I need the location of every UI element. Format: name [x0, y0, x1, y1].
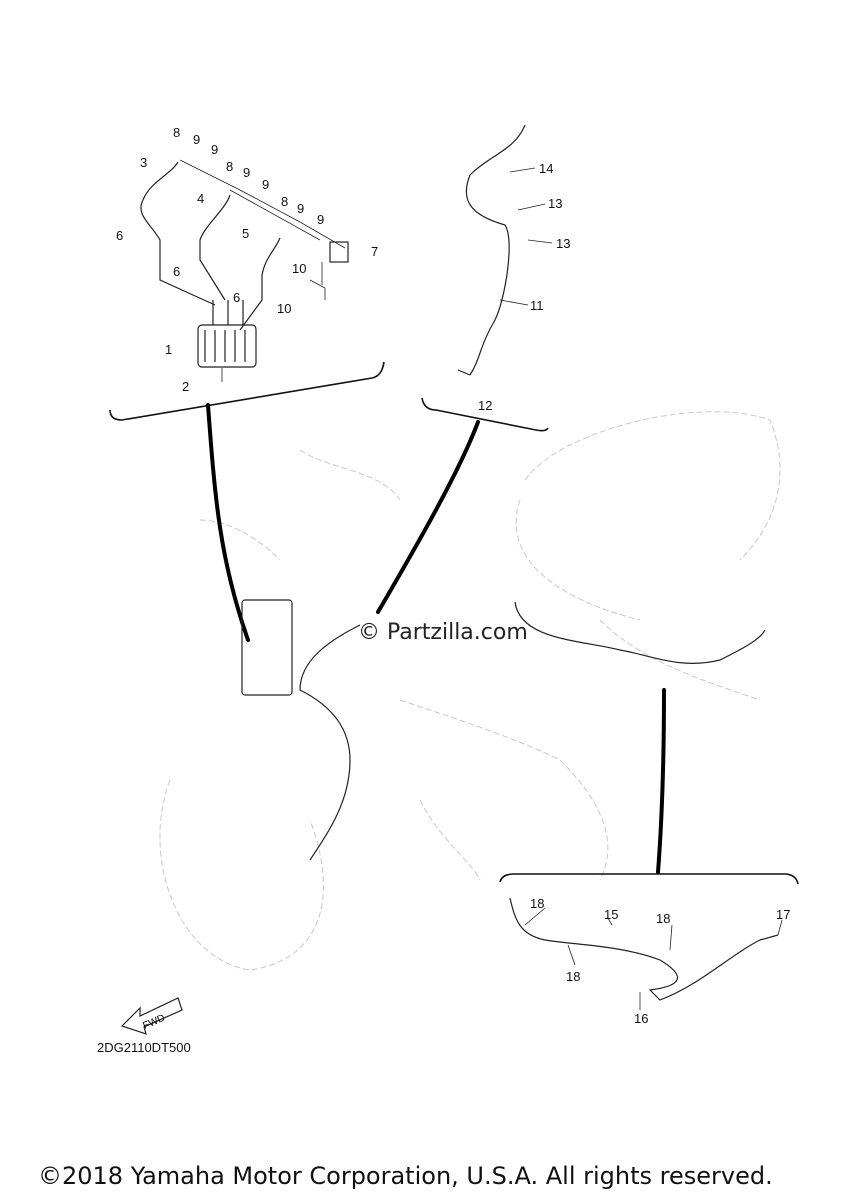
callout-6b: 6 [173, 264, 180, 279]
callout-8a: 8 [173, 125, 180, 140]
motorcycle-ghost-outline [159, 411, 781, 971]
bracket-group-c [499, 688, 799, 1010]
callout-10b: 10 [277, 301, 291, 316]
watermark: © Partzilla.com [358, 620, 528, 645]
callout-10a: 10 [292, 261, 306, 276]
callout-13b: 13 [556, 236, 570, 251]
callout-3: 3 [140, 155, 147, 170]
callout-18c: 18 [656, 911, 670, 926]
callout-6c: 6 [233, 290, 240, 305]
callout-4: 4 [197, 191, 204, 206]
bracket-group-a [109, 159, 385, 642]
callout-5: 5 [242, 226, 249, 241]
rectifier-installed [241, 599, 293, 696]
callout-2: 2 [182, 379, 189, 394]
callout-15: 15 [604, 907, 618, 922]
callout-7: 7 [371, 244, 378, 259]
callout-9d: 9 [262, 177, 269, 192]
fwd-arrow-icon: FWD [120, 997, 183, 1035]
callout-8b: 8 [226, 159, 233, 174]
callout-18b: 18 [566, 969, 580, 984]
callout-9a: 9 [193, 132, 200, 147]
bracket-group-b [376, 124, 553, 614]
callout-12: 12 [478, 398, 492, 413]
callout-14: 14 [539, 161, 553, 176]
callout-labels: 1 2 3 4 5 6 6 6 7 8 8 8 9 9 9 9 9 9 10 1… [116, 125, 790, 1026]
main-harness [241, 599, 766, 861]
callout-17: 17 [776, 907, 790, 922]
diagram-code: 2DG2110DT500 [97, 1040, 191, 1055]
fwd-label: FWD [141, 1013, 166, 1032]
callout-11: 11 [530, 298, 544, 313]
copyright-notice: ©2018 Yamaha Motor Corporation, U.S.A. A… [38, 1162, 773, 1190]
relay [329, 241, 349, 263]
callout-6a: 6 [116, 228, 123, 243]
callout-18a: 18 [530, 896, 544, 911]
callout-9b: 9 [211, 142, 218, 157]
callout-9e: 9 [297, 201, 304, 216]
callout-13a: 13 [548, 196, 562, 211]
callout-8c: 8 [281, 194, 288, 209]
rectifier-regulator [197, 324, 257, 368]
callout-16: 16 [634, 1011, 648, 1026]
callout-1: 1 [165, 342, 172, 357]
callout-9c: 9 [243, 165, 250, 180]
callout-9f: 9 [317, 212, 324, 227]
